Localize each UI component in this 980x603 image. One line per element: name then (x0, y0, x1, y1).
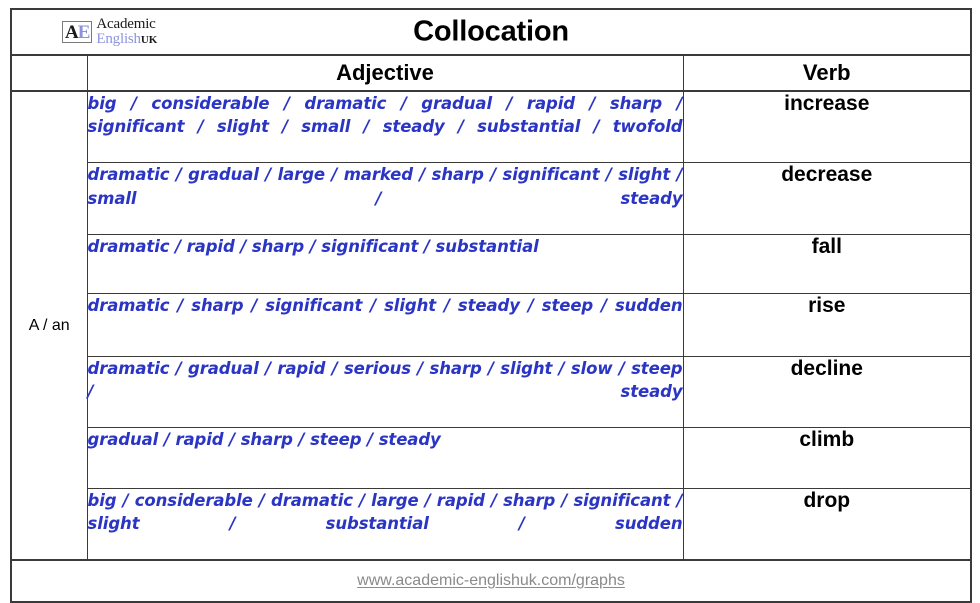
adjective-cell: dramatic / gradual / large / marked / sh… (86, 162, 684, 235)
logo-word-english: EnglishUK (96, 32, 157, 47)
verb-cell: decline (682, 355, 972, 428)
logo-word-uk: UK (140, 34, 158, 46)
adjective-list: dramatic / sharp / significant / slight … (87, 295, 683, 315)
logo-monogram-e: E (77, 22, 91, 43)
title-cell: AE Academic EnglishUK Collocation (10, 8, 972, 56)
source-url-link[interactable]: www.academic-englishuk.com/graphs (357, 572, 625, 590)
page-title: Collocation (413, 15, 569, 48)
verb-label: decrease (781, 163, 873, 187)
adjective-cell: dramatic / sharp / significant / slight … (86, 292, 684, 357)
verb-cell: fall (682, 233, 972, 294)
collocation-table: AE Academic EnglishUK Collocation Adject… (10, 8, 973, 603)
footer-row: www.academic-englishuk.com/graphs (10, 559, 972, 603)
logo-wordmark: Academic EnglishUK (96, 17, 157, 47)
adjective-list: big / considerable / dramatic / gradual … (87, 94, 683, 137)
column-header-verb: Verb (682, 54, 972, 92)
adjective-list: dramatic / rapid / sharp / significant /… (87, 236, 539, 256)
verb-cell: decrease (682, 162, 972, 235)
logo-monogram-icon: AE (62, 21, 93, 43)
table-row: dramatic / gradual / rapid / serious / s… (11, 355, 972, 428)
logo-monogram-a: A (65, 22, 79, 43)
verb-label: climb (799, 427, 855, 451)
logo-word-english-text: English (96, 31, 141, 47)
adjective-list: dramatic / gradual / rapid / serious / s… (87, 358, 683, 401)
column-header-row: Adjective Verb (10, 54, 972, 92)
table-row: dramatic / rapid / sharp / significant /… (11, 233, 972, 294)
adjective-list: big / considerable / dramatic / large / … (87, 490, 683, 534)
worksheet-page: AE Academic EnglishUK Collocation Adject… (10, 8, 973, 603)
footer-cell: www.academic-englishuk.com/graphs (10, 559, 972, 603)
verb-label: drop (803, 488, 851, 512)
article-cell: A / an (10, 90, 88, 561)
table-row: dramatic / gradual / large / marked / sh… (11, 162, 972, 235)
table-row: gradual / rapid / sharp / steep / steady… (11, 426, 972, 489)
table-row: big / considerable / dramatic / large / … (11, 487, 972, 561)
title-row: AE Academic EnglishUK Collocation (10, 8, 972, 56)
verb-cell: increase (682, 90, 972, 164)
table-row: A / an big / considerable / dramatic / g… (10, 90, 972, 561)
verb-label: decline (790, 356, 863, 380)
adjective-list: gradual / rapid / sharp / steep / steady (87, 429, 441, 449)
adjective-cell: big / considerable / dramatic / gradual … (86, 90, 684, 164)
adjective-list: dramatic / gradual / large / marked / sh… (87, 165, 683, 208)
column-header-article (10, 54, 88, 92)
adjective-cell: big / considerable / dramatic / large / … (86, 487, 684, 561)
verb-label: fall (811, 234, 842, 258)
verb-cell: climb (682, 426, 972, 489)
column-header-adjective: Adjective (86, 54, 684, 92)
table-row: dramatic / sharp / significant / slight … (11, 292, 972, 357)
verb-cell: rise (682, 292, 972, 357)
logo-word-academic: Academic (96, 16, 156, 32)
verb-cell: drop (682, 487, 972, 561)
verb-label: rise (808, 293, 846, 317)
verb-label: increase (784, 92, 870, 115)
adjective-cell: gradual / rapid / sharp / steep / steady (86, 426, 684, 489)
academic-english-uk-logo: AE Academic EnglishUK (62, 17, 157, 47)
adjective-cell: dramatic / rapid / sharp / significant /… (86, 233, 684, 294)
adjective-cell: dramatic / gradual / rapid / serious / s… (86, 355, 684, 428)
